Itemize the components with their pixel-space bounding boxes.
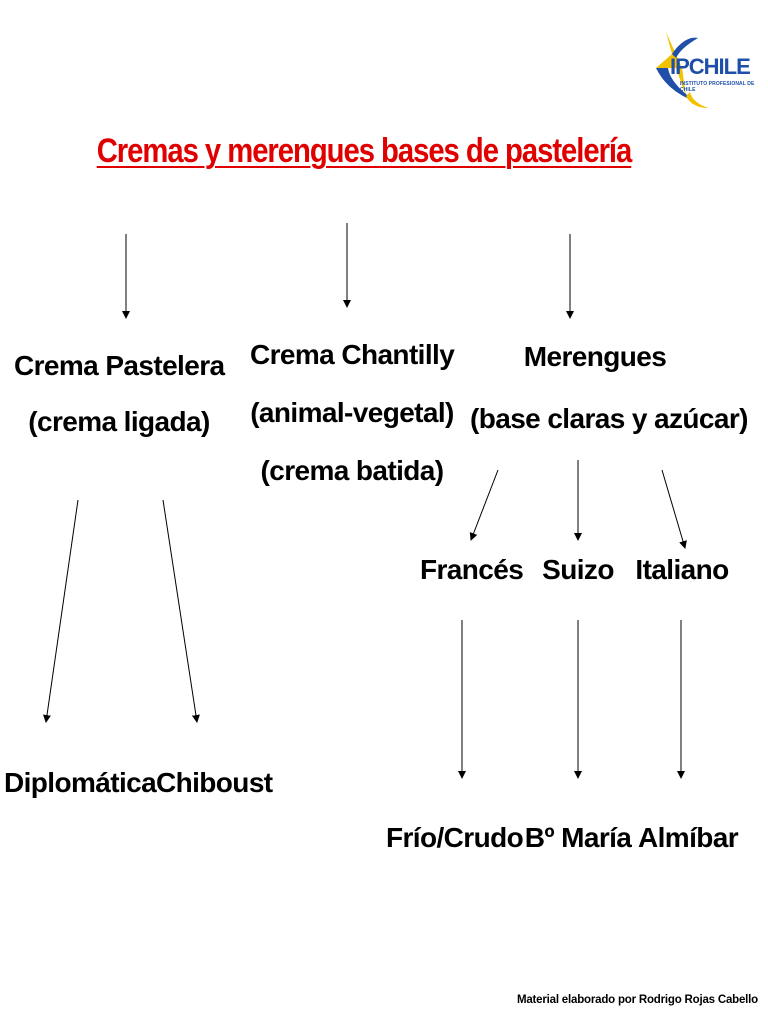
node-suizo: Suizo: [542, 554, 614, 585]
edge-merengues-italiano: [661, 469, 687, 549]
node-almibar: Almíbar: [638, 822, 739, 853]
node-crema-pastelera-line-1: Crema Pastelera: [14, 350, 225, 381]
edge-merengues-frances: [469, 469, 499, 541]
node-diplomatica: Diplomática: [4, 767, 157, 798]
node-crema-pastelera-line-2: (crema ligada): [28, 406, 210, 437]
edge-pastelera-chiboust: [162, 499, 200, 723]
node-frances: Francés: [420, 554, 524, 585]
node-crema-chantilly-line-3: (crema batida): [260, 455, 445, 486]
node-merengues: Merengues (base claras y azúcar): [470, 326, 748, 450]
node-crema-chantilly: Crema Chantilly (animal-vegetal) (crema …: [250, 326, 455, 500]
ipchile-logo-star-icon: [656, 32, 708, 108]
node-bano-maria: Bº María: [524, 822, 632, 853]
logo-wordmark: IPCHILE: [670, 54, 751, 79]
author-credit: Material elaborado por Rodrigo Rojas Cab…: [516, 994, 758, 1006]
node-crema-chantilly-line-2: (animal-vegetal): [250, 397, 454, 428]
diagram-title: Cremas y merengues bases de pastelería: [96, 132, 633, 170]
node-frio-crudo: Frío/Crudo: [386, 822, 524, 853]
node-merengues-line-2: (base claras y azúcar): [470, 403, 748, 434]
node-crema-pastelera: Crema Pastelera (crema ligada): [14, 338, 225, 450]
node-crema-chantilly-line-1: Crema Chantilly: [250, 339, 455, 370]
node-merengues-line-1: Merengues: [523, 341, 667, 372]
node-italiano: Italiano: [635, 554, 729, 585]
node-chiboust: Chiboust: [156, 767, 273, 798]
edge-pastelera-diplomatica: [43, 499, 79, 723]
logo-subtitle: INSTITUTO PROFESIONAL DE CHILE: [680, 81, 755, 93]
